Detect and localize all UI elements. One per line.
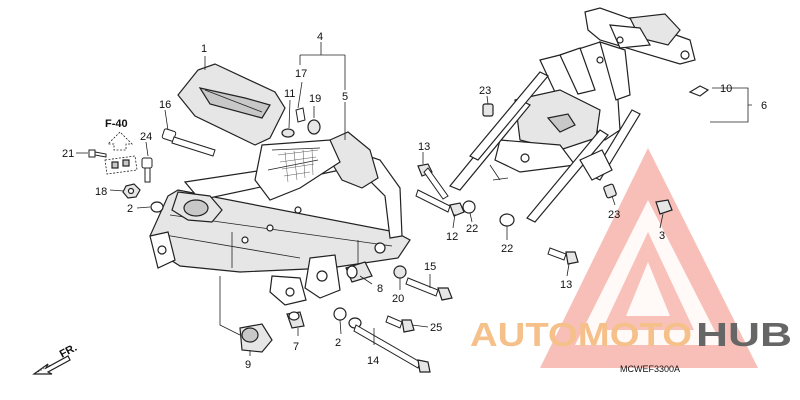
heat-guard-part xyxy=(177,63,286,146)
callout-23-upper: 23 xyxy=(479,85,491,97)
nut-part-18 xyxy=(122,183,141,199)
main-frame xyxy=(149,131,411,306)
cap-part-3 xyxy=(655,199,673,215)
callout-7: 7 xyxy=(293,341,299,353)
drawing-code: MCWEF3300A xyxy=(620,364,680,374)
bolt-part-13-upper xyxy=(417,163,449,200)
callout-24: 24 xyxy=(140,131,152,143)
callout-22-left: 22 xyxy=(466,223,478,235)
bolt-part-25 xyxy=(385,315,415,333)
callout-4: 4 xyxy=(317,31,323,43)
callout-5: 5 xyxy=(342,91,348,103)
collar-part-7 xyxy=(286,311,305,329)
callout-21: 21 xyxy=(62,148,74,160)
washer-part-2-upper xyxy=(150,201,164,213)
callout-6: 6 xyxy=(761,100,767,112)
collar-part-23-upper xyxy=(482,103,494,117)
callout-11: 11 xyxy=(284,88,295,100)
washer-part-11 xyxy=(281,128,295,138)
rear-sub-frame xyxy=(449,7,696,223)
f40-reference-icon xyxy=(104,131,138,175)
callout-19: 19 xyxy=(309,93,321,105)
callout-25: 25 xyxy=(430,322,442,334)
bolt-part-24 xyxy=(141,157,153,183)
front-direction-arrow-icon xyxy=(32,355,71,375)
callout-9: 9 xyxy=(245,359,251,371)
reference-label: F-40 xyxy=(105,118,128,130)
bolt-part-14 xyxy=(348,317,431,373)
rubber-mount-part-9 xyxy=(239,323,273,353)
collar-part-19 xyxy=(307,119,321,135)
leader-lines xyxy=(76,42,752,356)
screw-part-21 xyxy=(88,149,107,158)
callout-23-lower: 23 xyxy=(608,209,620,221)
bolt-part-15 xyxy=(405,277,453,301)
automotohub-watermark-logo xyxy=(540,148,758,368)
callout-10: 10 xyxy=(720,83,732,95)
callout-1: 1 xyxy=(201,43,207,55)
bolt-part-13-lower xyxy=(547,247,579,265)
washer-part-22-right xyxy=(499,213,515,227)
callout-13-lower: 13 xyxy=(560,279,572,291)
front-direction-label: FR. xyxy=(58,342,79,361)
bolt-part-17 xyxy=(295,107,306,123)
callout-2-upper: 2 xyxy=(127,203,133,215)
callout-20: 20 xyxy=(392,293,404,305)
callout-12: 12 xyxy=(446,231,458,243)
callout-3: 3 xyxy=(659,230,665,242)
callout-16: 16 xyxy=(159,99,171,111)
washer-part-22-left xyxy=(462,200,476,214)
watermark-text-left: AUTOMOTO xyxy=(470,316,692,353)
bolt-part-12 xyxy=(415,189,465,217)
nut-part-20 xyxy=(393,265,407,279)
collar-part-23-lower xyxy=(603,183,617,199)
callout-13-upper: 13 xyxy=(418,141,430,153)
callout-22-right: 22 xyxy=(501,243,513,255)
watermark-text-right: HUB xyxy=(696,316,792,353)
bolt-part-16 xyxy=(161,128,216,157)
collar-part-8 xyxy=(345,261,373,283)
callout-15: 15 xyxy=(424,261,436,273)
callout-17: 17 xyxy=(295,68,307,80)
callout-18: 18 xyxy=(95,186,107,198)
callout-numbers: 1 4 17 11 19 5 16 24 21 18 2 13 12 22 22… xyxy=(62,31,767,371)
washer-part-2-lower xyxy=(333,307,347,321)
callout-8: 8 xyxy=(377,283,383,295)
clip-part-10 xyxy=(688,85,710,97)
callout-2-lower: 2 xyxy=(335,337,341,349)
callout-14: 14 xyxy=(367,355,379,367)
